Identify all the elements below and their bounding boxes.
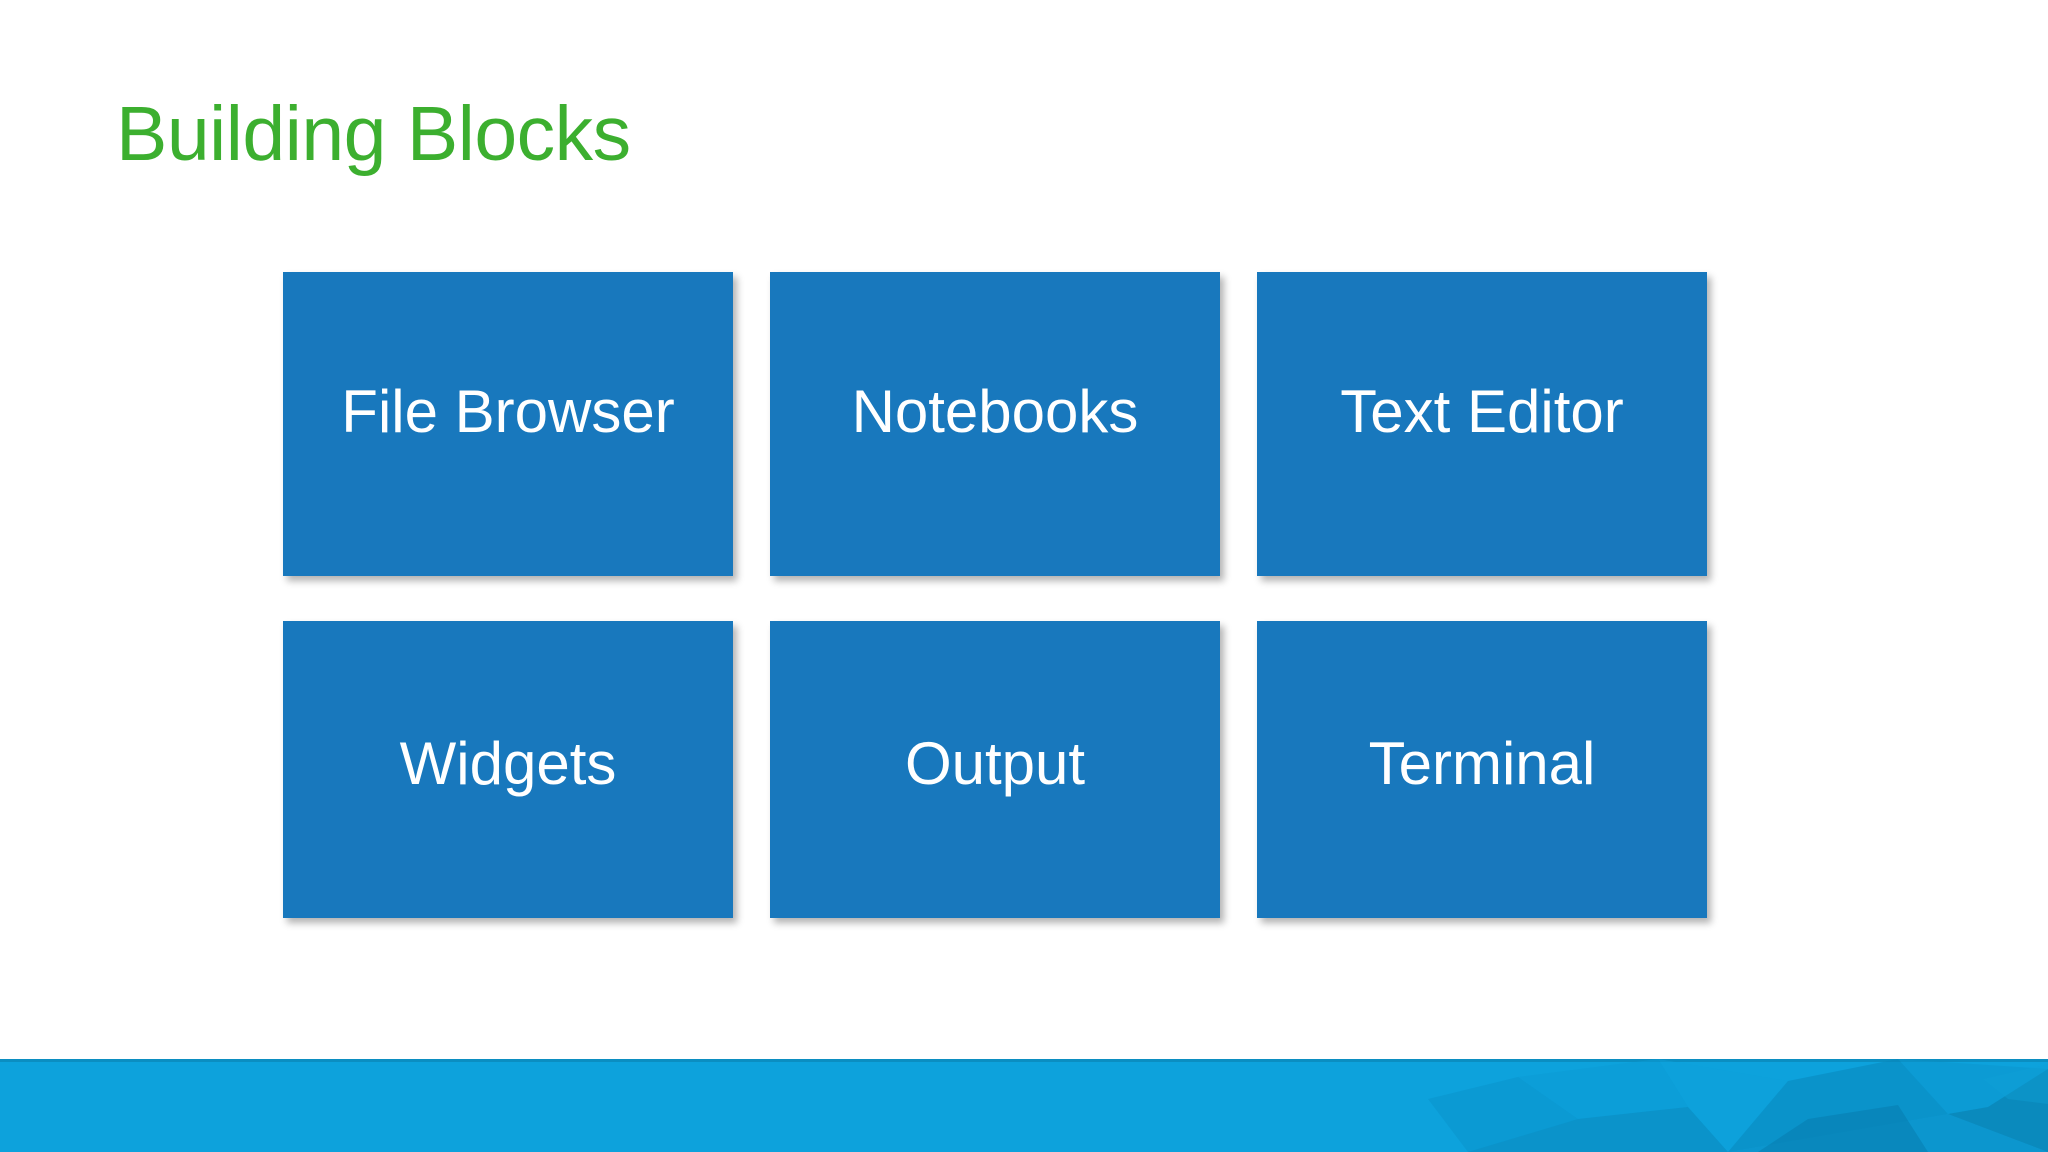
block-card-file-browser[interactable]: File Browser: [283, 272, 733, 576]
block-card-text-editor[interactable]: Text Editor: [1257, 272, 1707, 576]
block-label: Text Editor: [1340, 378, 1624, 445]
footer-top-divider: [0, 1059, 2048, 1062]
footer-polygon-pattern: [1428, 1059, 2048, 1152]
block-card-terminal[interactable]: Terminal: [1257, 621, 1707, 918]
block-card-widgets[interactable]: Widgets: [283, 621, 733, 918]
block-label: Widgets: [399, 729, 617, 797]
block-label: Terminal: [1368, 729, 1596, 797]
block-card-notebooks[interactable]: Notebooks: [770, 272, 1220, 576]
block-label: Output: [904, 729, 1086, 797]
block-card-output[interactable]: Output: [770, 621, 1220, 918]
block-label: Notebooks: [851, 378, 1139, 445]
page-title: Building Blocks: [116, 91, 631, 177]
building-blocks-grid: File Browser Notebooks Text Editor Widge…: [283, 272, 1707, 918]
block-label: File Browser: [341, 378, 675, 445]
slide-footer: ANACONDA. © 2016 Continuum Analytics - C…: [0, 1059, 2048, 1152]
